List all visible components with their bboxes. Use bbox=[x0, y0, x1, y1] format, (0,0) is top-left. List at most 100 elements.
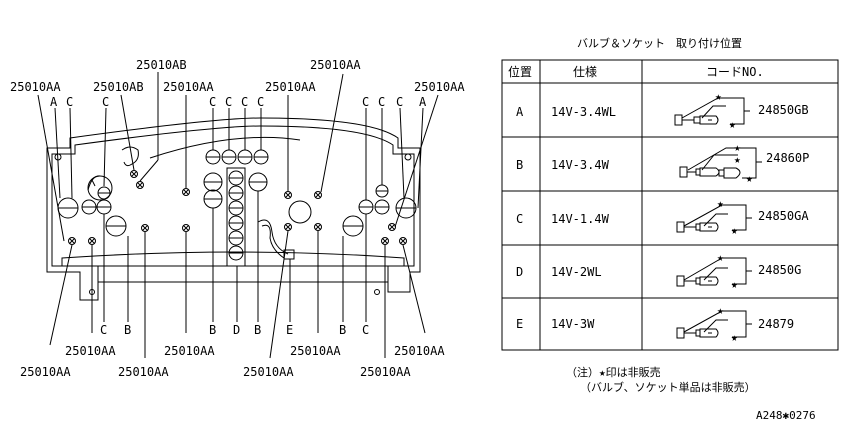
bulb-sockets bbox=[57, 149, 417, 267]
header-code-no: コードNO. bbox=[706, 65, 764, 79]
mounting-holes bbox=[54, 153, 412, 295]
label-D-bottom: D bbox=[233, 323, 240, 337]
row-E-position: E bbox=[516, 317, 523, 331]
row-D-spec: 14V-2WL bbox=[551, 265, 602, 279]
label-C-top-right-2: C bbox=[378, 95, 385, 109]
leader-lines bbox=[37, 72, 439, 359]
row-C-code: 24850GA bbox=[758, 209, 809, 223]
label-25010AB-top-2: 25010AB bbox=[93, 80, 144, 94]
socket-C-right-3 bbox=[375, 184, 389, 198]
meter-hub bbox=[288, 200, 312, 224]
screw-bulb-5 bbox=[182, 224, 190, 232]
header-spec: 仕様 bbox=[573, 65, 597, 79]
star-icon: ★ bbox=[717, 251, 724, 264]
socket-C-top-2 bbox=[221, 149, 237, 165]
row-B-spec: 14V-3.4W bbox=[551, 158, 610, 172]
socket-B-center-left-1 bbox=[203, 172, 223, 192]
label-C-top-center-1: C bbox=[209, 95, 216, 109]
row-B-position: B bbox=[516, 158, 523, 172]
socket-assembly-E bbox=[676, 310, 752, 339]
socket-assembly-A bbox=[674, 97, 750, 126]
screw-bulb-9 bbox=[314, 223, 322, 231]
label-C-bottom-left: C bbox=[100, 323, 107, 337]
socket-C-top-3 bbox=[237, 149, 253, 165]
star-icon: ★ bbox=[734, 141, 741, 154]
non-sale-star-marks: ★ ★ ★ ★ ★ ★ ★ ★ ★ ★ ★ bbox=[715, 90, 753, 344]
notes: （注）★印は非販売 （バルブ、ソケット単品は非販売） A248✱0276 bbox=[566, 365, 816, 422]
bulb-socket-table: バルブ＆ソケット 取り付け位置 位置 仕様 コードNO. A 14V-3.4WL… bbox=[501, 36, 839, 351]
label-C-top-right-3: C bbox=[396, 95, 403, 109]
label-B-bottom-4: B bbox=[339, 323, 346, 337]
socket-C-right-2 bbox=[374, 199, 390, 215]
screw-bulb-11 bbox=[399, 237, 407, 245]
socket-B-center-left-2 bbox=[203, 189, 223, 209]
row-A-spec: 14V-3.4WL bbox=[551, 105, 616, 119]
label-C-top-right-1: C bbox=[362, 95, 369, 109]
screw-bulb-7 bbox=[314, 191, 322, 199]
screw-bulb-4 bbox=[182, 188, 190, 196]
star-icon: ★ bbox=[731, 278, 738, 291]
socket-C-right-1 bbox=[358, 199, 374, 215]
label-25010AB-top-1: 25010AB bbox=[136, 58, 187, 72]
socket-D-column bbox=[226, 167, 246, 267]
row-B-code: 24860P bbox=[766, 151, 809, 165]
label-B-bottom-3: B bbox=[254, 323, 261, 337]
label-B-bottom-2: B bbox=[209, 323, 216, 337]
socket-A-left bbox=[57, 197, 79, 219]
label-E-bottom: E bbox=[286, 323, 293, 337]
socket-C-left-1 bbox=[81, 199, 97, 215]
socket-C-top-1 bbox=[205, 149, 221, 165]
screw-bulb-2 bbox=[88, 237, 96, 245]
row-D-code: 24850G bbox=[758, 263, 801, 277]
header-position: 位置 bbox=[508, 64, 532, 79]
figure-id: A248✱0276 bbox=[756, 409, 816, 422]
label-C-top-left-2: C bbox=[102, 95, 109, 109]
label-25010AA-bottom-6: 25010AA bbox=[118, 365, 169, 379]
socket-C-left-3 bbox=[97, 186, 111, 200]
label-C-top-left-1: C bbox=[66, 95, 73, 109]
row-A-position: A bbox=[516, 105, 524, 119]
screw-bulb-14 bbox=[136, 181, 144, 189]
label-25010AA-top-left: 25010AA bbox=[10, 80, 61, 94]
table-title: バルブ＆ソケット 取り付け位置 bbox=[577, 36, 742, 50]
star-icon: ★ bbox=[731, 224, 738, 237]
label-25010AA-top-2: 25010AA bbox=[163, 80, 214, 94]
socket-B-left bbox=[105, 215, 127, 237]
row-E-spec: 14V-3W bbox=[551, 317, 595, 331]
note-line-1: （注）★印は非販売 bbox=[566, 365, 661, 379]
label-C-top-center-2: C bbox=[225, 95, 232, 109]
label-25010AA-bottom-4: 25010AA bbox=[394, 344, 445, 358]
label-C-top-center-4: C bbox=[257, 95, 264, 109]
top-labels: 25010AA A C C 25010AB 25010AB 25010AA C … bbox=[10, 58, 465, 109]
cluster-housing bbox=[46, 117, 421, 301]
note-line-2: （バルブ、ソケット単品は非販売） bbox=[580, 380, 756, 394]
label-25010AA-bottom-1: 25010AA bbox=[65, 344, 116, 358]
screw-bulb-6 bbox=[284, 191, 292, 199]
label-25010AA-top-4: 25010AA bbox=[310, 58, 361, 72]
label-C-top-center-3: C bbox=[241, 95, 248, 109]
star-icon: ★ bbox=[746, 172, 753, 185]
socket-assembly-B bbox=[679, 147, 762, 179]
label-C-bottom-right: C bbox=[362, 323, 369, 337]
row-C-spec: 14V-1.4W bbox=[551, 212, 610, 226]
screw-bulb-12 bbox=[388, 223, 396, 231]
label-25010AA-top-right: 25010AA bbox=[414, 80, 465, 94]
star-icon: ★ bbox=[734, 153, 741, 166]
row-D-position: D bbox=[516, 265, 523, 279]
socket-C-top-4 bbox=[253, 149, 269, 165]
row-A-code: 24850GB bbox=[758, 103, 809, 117]
star-icon: ★ bbox=[731, 331, 738, 344]
star-icon: ★ bbox=[717, 197, 724, 210]
label-25010AA-bottom-5: 25010AA bbox=[20, 365, 71, 379]
label-B-bottom-1: B bbox=[124, 323, 131, 337]
bottom-labels: C B B D B E B C 25010AA 25010AA 25010AA … bbox=[20, 323, 445, 379]
star-icon: ★ bbox=[715, 90, 722, 103]
row-C-position: C bbox=[516, 212, 523, 226]
screw-bulb-8 bbox=[284, 223, 292, 231]
socket-B-center-right-1 bbox=[248, 172, 268, 192]
label-25010AA-bottom-7: 25010AA bbox=[243, 365, 294, 379]
screw-bulb-13 bbox=[130, 170, 138, 178]
star-icon: ★ bbox=[729, 118, 736, 131]
socket-B-right bbox=[342, 215, 364, 237]
